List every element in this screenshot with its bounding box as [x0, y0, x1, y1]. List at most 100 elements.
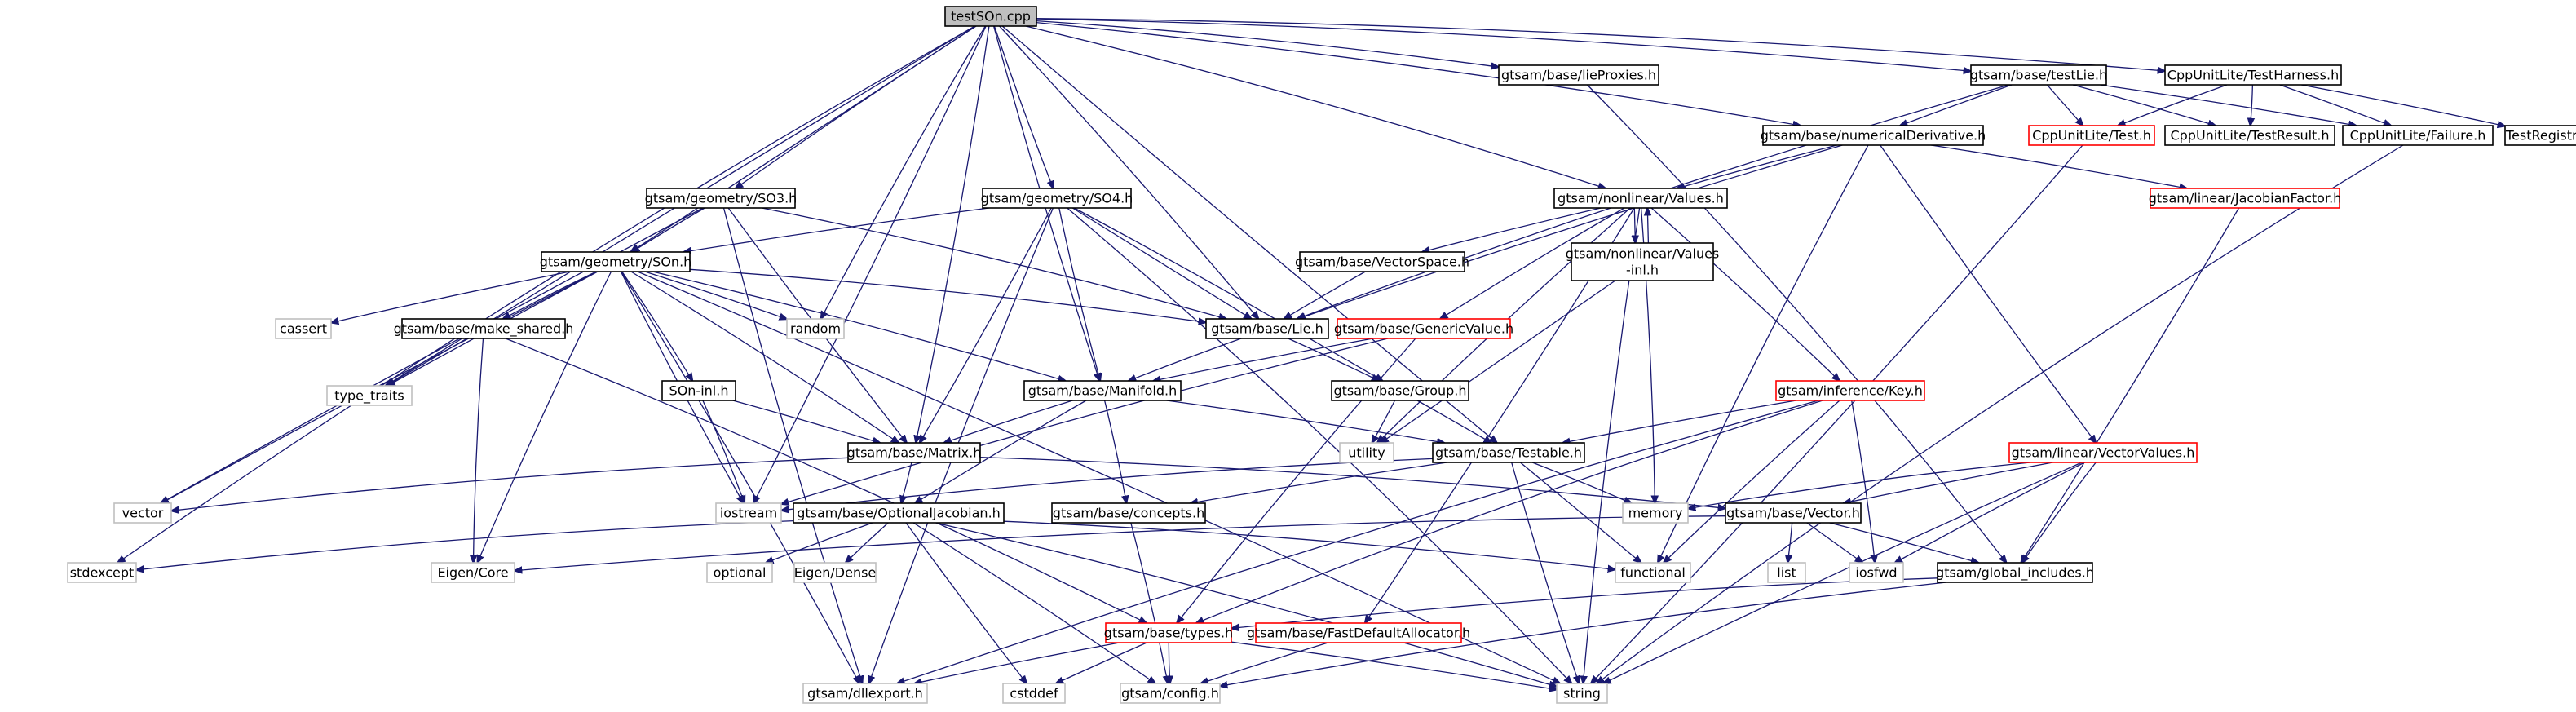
node-matrix[interactable]: gtsam/base/Matrix.h: [847, 442, 982, 463]
edge-testlie-to-testresult: [2072, 84, 2216, 126]
edge-root-to-random: [821, 25, 986, 319]
edge-root-to-so4: [993, 25, 1053, 188]
node-soninl[interactable]: SOn-inl.h: [661, 380, 736, 401]
node-jacfactor[interactable]: gtsam/linear/JacobianFactor.h: [2149, 188, 2342, 209]
node-label-valuesinl-line-1: -inl.h: [1626, 263, 1659, 278]
edge-so4-to-matrix: [920, 207, 1052, 443]
node-concepts[interactable]: gtsam/base/concepts.h: [1051, 502, 1206, 524]
node-fastalloc[interactable]: gtsam/base/FastDefaultAllocator.h: [1247, 622, 1470, 643]
node-values[interactable]: gtsam/nonlinear/Values.h: [1553, 188, 1728, 209]
node-vector: vector: [113, 502, 172, 524]
edge-genericvalue-to-types: [1177, 338, 1416, 623]
node-root[interactable]: testSOn.cpp: [944, 6, 1037, 27]
edge-root-to-testharness: [1036, 17, 2165, 71]
edge-son-to-vector: [161, 271, 598, 503]
edge-key-to-types: [1196, 400, 1823, 623]
edge-vectorh-to-list: [1787, 522, 1792, 563]
edge-son-to-manifold: [652, 271, 1065, 381]
edge-so4-to-lie: [1071, 207, 1251, 319]
node-so3[interactable]: gtsam/geometry/SO3.h: [645, 188, 798, 209]
edge-testable-to-functional: [1519, 462, 1641, 563]
node-types[interactable]: gtsam/base/types.h: [1104, 622, 1233, 643]
node-box-make_shared: [401, 318, 566, 339]
node-lie[interactable]: gtsam/base/Lie.h: [1205, 318, 1329, 339]
edge-vectorspace-to-lie: [1284, 271, 1366, 319]
edge-testlie-to-numderiv: [1900, 84, 2013, 126]
node-valuesinl[interactable]: gtsam/nonlinear/Values-inl.h: [1566, 242, 1720, 281]
node-testharness[interactable]: CppUnitLite/TestHarness.h: [2164, 64, 2342, 86]
node-so4[interactable]: gtsam/geometry/SO4.h: [981, 188, 1133, 209]
node-label-memory: memory: [1628, 506, 1683, 521]
edge-optjac-to-stdexcept: [136, 520, 794, 570]
edge-so3-to-vector: [161, 207, 704, 503]
node-key[interactable]: gtsam/inference/Key.h: [1775, 380, 1925, 401]
edge-make_shared-to-eigencore: [474, 338, 484, 563]
node-box-manifold: [1023, 380, 1182, 401]
node-box-functional: [1615, 562, 1691, 583]
node-label-cassert: cassert: [280, 321, 327, 337]
node-box-vectorh: [1725, 502, 1862, 524]
node-testresult[interactable]: CppUnitLite/TestResult.h: [2164, 125, 2335, 146]
node-box-eigendense: [793, 562, 877, 583]
edge-jacfactor-to-globalinc: [2021, 207, 2240, 563]
node-box-type_traits: [326, 385, 413, 406]
edge-testable-to-string: [1511, 462, 1580, 683]
edge-lie-to-group: [1288, 338, 1380, 381]
edge-key-to-testable: [1562, 400, 1796, 443]
edge-numderiv-to-vectorvalues: [1880, 144, 2097, 443]
edge-testable-to-concepts: [1191, 462, 1447, 503]
node-label-values: gtsam/nonlinear/Values.h: [1558, 191, 1724, 206]
node-lieproxies[interactable]: gtsam/base/lieProxies.h: [1498, 64, 1659, 86]
node-box-list: [1767, 562, 1806, 583]
node-label-utility: utility: [1348, 445, 1385, 461]
node-testlie[interactable]: gtsam/base/testLie.h: [1970, 64, 2107, 86]
node-label-config: gtsam/config.h: [1121, 686, 1219, 701]
edge-optjac-to-functional: [1003, 520, 1615, 569]
node-failure[interactable]: CppUnitLite/Failure.h: [2342, 125, 2494, 146]
edge-matrix-to-vector: [171, 457, 849, 511]
node-label-cstddef: cstddef: [1010, 686, 1058, 701]
node-numderiv[interactable]: gtsam/base/numericalDerivative.h: [1761, 125, 1986, 146]
node-functional: functional: [1615, 562, 1691, 583]
node-vectorh[interactable]: gtsam/base/Vector.h: [1725, 502, 1862, 524]
node-label-group: gtsam/base/Group.h: [1333, 383, 1466, 399]
edge-manifold-to-testable: [1166, 400, 1445, 443]
edge-vectorh-to-iosfwd: [1806, 522, 1862, 563]
node-optjac[interactable]: gtsam/base/OptionalJacobian.h: [793, 502, 1005, 524]
node-box-so3: [646, 188, 796, 209]
node-cstddef: cstddef: [1002, 683, 1066, 704]
edge-concepts-to-config: [1130, 522, 1168, 683]
node-vectorvalues[interactable]: gtsam/linear/VectorValues.h: [2008, 442, 2198, 463]
edge-testharness-to-failure: [2279, 84, 2391, 126]
node-box-jacfactor: [2150, 188, 2340, 209]
node-make_shared[interactable]: gtsam/base/make_shared.h: [394, 318, 574, 339]
node-testable[interactable]: gtsam/base/Testable.h: [1432, 442, 1585, 463]
node-box-son: [541, 251, 691, 272]
node-iostream: iostream: [715, 502, 782, 524]
edge-son-to-matrix: [630, 271, 899, 443]
edge-globalinc-to-config: [1220, 582, 1947, 686]
node-label-vectorh: gtsam/base/Vector.h: [1726, 506, 1860, 521]
node-group[interactable]: gtsam/base/Group.h: [1331, 380, 1469, 401]
node-genericvalue[interactable]: gtsam/base/GenericValue.h: [1334, 318, 1513, 339]
edge-lie-to-manifold: [1129, 338, 1242, 381]
node-globalinc[interactable]: gtsam/global_includes.h: [1936, 562, 2094, 583]
node-box-string: [1556, 683, 1608, 704]
edge-optjac-to-optional: [766, 522, 873, 563]
node-son[interactable]: gtsam/geometry/SOn.h: [540, 251, 692, 272]
node-label-so4: gtsam/geometry/SO4.h: [981, 191, 1133, 206]
edge-manifold-to-matrix: [944, 400, 1073, 443]
node-box-group: [1331, 380, 1469, 401]
node-label-testregistry: TestRegistry.h: [2505, 128, 2576, 144]
node-vectorspace[interactable]: gtsam/base/VectorSpace.h: [1295, 251, 1469, 272]
node-label-lieproxies: gtsam/base/lieProxies.h: [1501, 68, 1656, 83]
node-cppunittest[interactable]: CppUnitLite/Test.h: [2028, 125, 2155, 146]
node-box-vectorvalues: [2008, 442, 2198, 463]
node-type_traits: type_traits: [326, 385, 413, 406]
node-manifold[interactable]: gtsam/base/Manifold.h: [1023, 380, 1182, 401]
node-testregistry[interactable]: TestRegistry.h: [2504, 125, 2576, 146]
edge-vectorh-to-eigencore: [515, 515, 1726, 571]
edge-manifold-to-optjac: [915, 400, 1087, 503]
dependency-edges: [117, 17, 2505, 690]
edge-fastalloc-to-config: [1201, 642, 1328, 683]
